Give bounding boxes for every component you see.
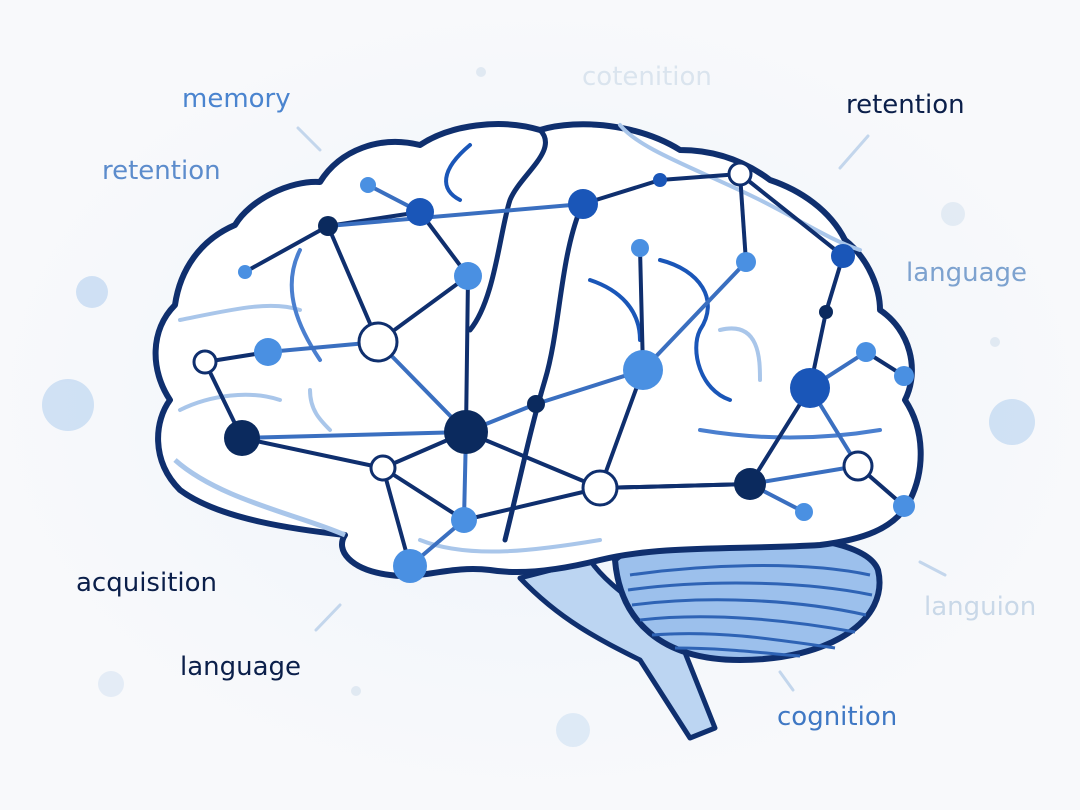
label-retention-left: retention	[102, 156, 221, 186]
network-node	[581, 469, 619, 507]
network-node	[795, 503, 813, 521]
network-node	[318, 216, 338, 236]
network-edge	[243, 224, 330, 274]
network-node	[568, 189, 598, 219]
network-node	[856, 342, 876, 362]
bubble	[98, 671, 124, 697]
network-node	[736, 252, 756, 272]
bubble	[556, 713, 590, 747]
network-node	[406, 198, 434, 226]
network-edge	[326, 202, 585, 228]
brainstem	[517, 557, 718, 741]
network-node	[254, 338, 282, 366]
network-node	[727, 161, 753, 187]
bubble	[990, 337, 1000, 347]
label-memory: memory	[182, 84, 291, 114]
network-node	[894, 366, 914, 386]
network-edge	[748, 464, 860, 486]
network-node	[369, 454, 397, 482]
network-node	[527, 395, 545, 413]
network-node	[454, 262, 482, 290]
network-node	[819, 305, 833, 319]
network-node	[393, 549, 427, 583]
network-node	[238, 265, 252, 279]
network-node	[893, 495, 915, 517]
temporal-shadow	[173, 458, 347, 538]
label-cotenition: cotenition	[582, 62, 712, 92]
network-node	[224, 420, 260, 456]
network-edge	[598, 482, 752, 490]
label-retention-right: retention	[846, 90, 965, 120]
network-node	[842, 450, 874, 482]
bubble	[351, 686, 361, 696]
network-edge	[658, 172, 742, 182]
network-node	[444, 410, 488, 454]
bubble	[76, 276, 108, 308]
bubble	[476, 67, 486, 77]
network-node	[631, 239, 649, 257]
label-acquisition: acquisition	[76, 568, 218, 598]
label-language-bottom: language	[180, 652, 302, 682]
label-languion: languion	[924, 592, 1037, 622]
network-nodes	[192, 161, 915, 583]
network-edge	[738, 172, 845, 258]
network-node	[653, 173, 667, 187]
network-edge	[464, 274, 470, 434]
network-edge	[638, 246, 645, 372]
network-edge	[738, 172, 748, 264]
network-edge	[462, 486, 602, 522]
network-edge	[641, 260, 748, 372]
bubble	[989, 399, 1035, 445]
network-node	[360, 177, 376, 193]
label-cognition: cognition	[777, 702, 898, 732]
label-language-right: language	[906, 258, 1028, 288]
network-edge	[326, 224, 380, 344]
bubble	[941, 202, 965, 226]
network-edge	[598, 368, 645, 490]
bubble	[42, 379, 94, 431]
network-edge	[381, 466, 466, 522]
gyri-lines	[178, 123, 882, 554]
network-node	[734, 468, 766, 500]
network-edge	[240, 430, 468, 440]
network-node	[357, 321, 399, 363]
network-node	[451, 507, 477, 533]
network-node	[192, 349, 218, 375]
network-node	[623, 350, 663, 390]
label-leader-lines	[296, 126, 947, 692]
network-node	[831, 244, 855, 268]
network-edge	[240, 436, 385, 470]
decorative-dots	[42, 67, 1035, 747]
network-edge	[464, 430, 602, 490]
cerebrum-outline	[152, 121, 924, 579]
network-node	[790, 368, 830, 408]
